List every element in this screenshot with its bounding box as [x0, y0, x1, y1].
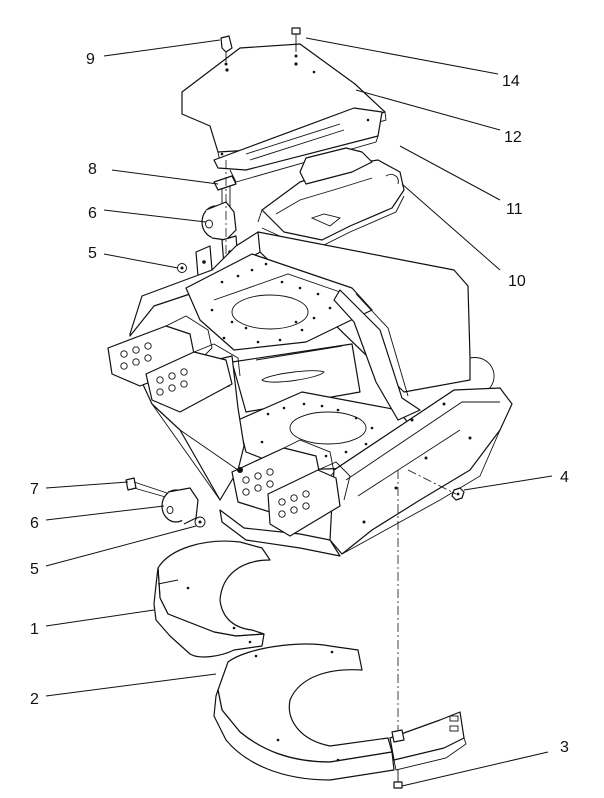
callout-11: 11	[506, 201, 523, 218]
top-bolt	[291, 27, 301, 58]
nut	[407, 469, 465, 501]
bottom-bolt	[393, 770, 403, 789]
callout-14: 14	[502, 73, 520, 90]
callout-10: 10	[508, 273, 526, 290]
right-lower-mount-plate	[267, 461, 351, 537]
callout-5-upper: 5	[88, 245, 97, 262]
curved-guard-lower	[213, 643, 395, 781]
callout-6-lower: 6	[30, 515, 39, 532]
left-lower-mount-plate	[145, 343, 241, 413]
curved-guard-upper	[153, 540, 271, 658]
tank-cover	[257, 147, 405, 274]
callout-6-upper: 6	[88, 205, 97, 222]
rear-extension-bracket	[389, 470, 467, 771]
lynch-pin	[220, 35, 233, 66]
callout-3: 3	[560, 739, 569, 756]
callout-9: 9	[86, 51, 95, 68]
callout-12: 12	[504, 129, 522, 146]
callout-7: 7	[30, 481, 39, 498]
lower-washer	[194, 467, 243, 528]
upper-bumper	[201, 201, 237, 241]
callout-1: 1	[30, 621, 39, 638]
leader-lines	[45, 37, 553, 787]
callout-8: 8	[88, 161, 97, 178]
callout-2: 2	[30, 691, 39, 708]
lower-bumper	[161, 487, 199, 525]
callout-5-lower: 5	[30, 561, 39, 578]
callout-4: 4	[560, 469, 569, 486]
